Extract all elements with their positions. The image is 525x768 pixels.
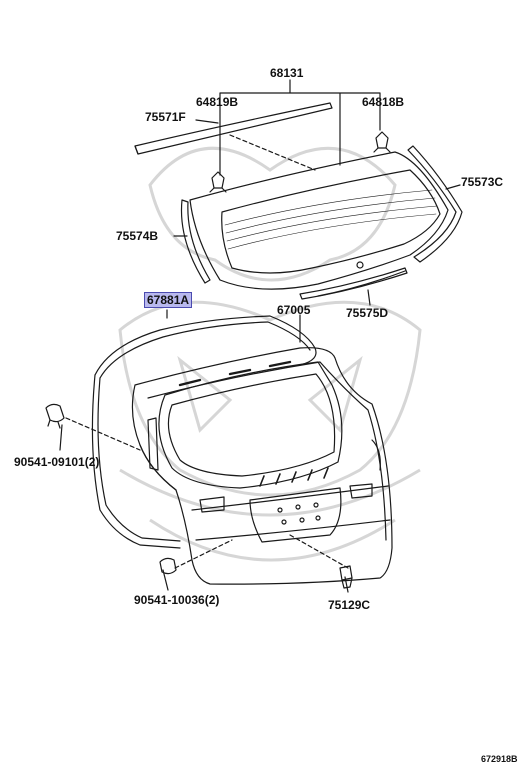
part-label-90541-09101[interactable]: 90541-09101(2) [14,455,100,469]
part-label-75573C[interactable]: 75573C [461,175,504,189]
part-label-64818B[interactable]: 64818B [362,95,405,109]
part-label-75574B[interactable]: 75574B [116,229,159,243]
leader-68131 [219,79,381,176]
leader-75571F [195,119,219,124]
molding-75575D[interactable] [299,267,408,300]
molding-75574B[interactable] [180,199,211,284]
plug-75129C[interactable] [339,565,353,589]
clip-64819B[interactable] [209,171,227,193]
leader-75573C [445,184,461,190]
part-label-75571F[interactable]: 75571F [145,110,186,124]
part-label-67005[interactable]: 67005 [277,303,311,317]
back-door-panel-67005[interactable] [131,347,393,585]
weatherstrip-67881A[interactable] [91,315,317,549]
part-label-75575D[interactable]: 75575D [346,306,389,320]
part-label-64819B[interactable]: 64819B [196,95,239,109]
part-label-68131[interactable]: 68131 [270,66,304,80]
molding-75573C[interactable] [407,145,463,263]
bumper-90541-09101[interactable] [45,403,65,429]
clip-64818B[interactable] [373,131,391,153]
leader-75575D [367,289,371,306]
part-label-67881A[interactable]: 67881A [144,292,193,308]
alignment-dashes [65,134,349,569]
part-label-90541-10036[interactable]: 90541-10036(2) [134,593,220,607]
back-window-glass-68131[interactable] [189,151,449,290]
part-label-75129C[interactable]: 75129C [328,598,371,612]
watermark-emblem-icon [118,146,422,562]
figure-reference: 672918B [481,754,518,764]
bumper-90541-10036[interactable] [159,557,177,575]
spoiler-strip-75571F[interactable] [134,102,333,155]
leader-90541-09101 [59,424,63,451]
